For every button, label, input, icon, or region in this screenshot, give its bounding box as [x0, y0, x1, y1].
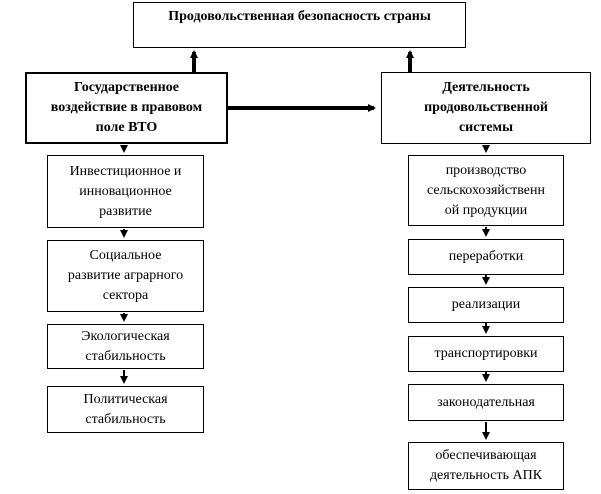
- node-agri-production: производство сельскохозяйственн ой проду…: [408, 155, 564, 226]
- node-state-influence-label: Государственное воздействие в правовом п…: [50, 80, 203, 135]
- node-investment-innovation-label: Инвестиционное и инновационное развитие: [69, 163, 182, 219]
- node-agri-production-label: производство сельскохозяйственн ой проду…: [427, 162, 545, 218]
- node-supporting-activity-label: обеспечивающая деятельность АПК: [429, 448, 543, 483]
- node-social-development: Социальное развитие аграрного сектора: [47, 240, 204, 312]
- node-food-system-label: Деятельность продовольственной системы: [424, 80, 548, 135]
- node-food-security: Продовольственная безопасность страны: [133, 2, 466, 48]
- node-ecological-stability: Экологическая стабильность: [47, 324, 204, 369]
- node-processing: переработки: [408, 239, 564, 275]
- node-state-influence: Государственное воздействие в правовом п…: [25, 72, 228, 144]
- node-transportation-label: транспортировки: [434, 346, 538, 361]
- node-ecological-stability-label: Экологическая стабильность: [81, 328, 170, 364]
- node-supporting-activity: обеспечивающая деятельность АПК: [408, 442, 564, 490]
- node-sales: реализации: [408, 287, 564, 323]
- node-political-stability: Политическая стабильность: [47, 386, 204, 433]
- node-social-development-label: Социальное развитие аграрного сектора: [67, 248, 184, 303]
- node-food-system: Деятельность продовольственной системы: [381, 72, 591, 144]
- node-processing-label: переработки: [448, 249, 524, 264]
- node-food-security-label: Продовольственная безопасность страны: [168, 9, 431, 24]
- node-political-stability-label: Политическая стабильность: [83, 391, 168, 427]
- node-transportation: транспортировки: [408, 336, 564, 372]
- node-investment-innovation: Инвестиционное и инновационное развитие: [47, 155, 204, 228]
- node-legislative: законодательная: [408, 384, 564, 421]
- node-sales-label: реализации: [451, 297, 521, 312]
- node-legislative-label: законодательная: [437, 394, 535, 410]
